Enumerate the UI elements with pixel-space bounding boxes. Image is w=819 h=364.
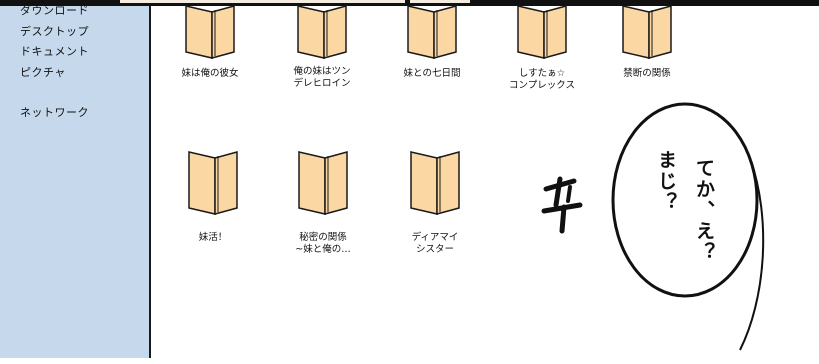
folder-icon bbox=[407, 5, 457, 59]
folder-item[interactable]: 俺の妹はツンデレヒロイン bbox=[267, 2, 377, 90]
folder-name: 秘密の関係~妹と俺の… bbox=[295, 232, 351, 255]
folder-item[interactable]: しすたぁ☆コンプレックス bbox=[487, 2, 597, 92]
folder-name: 禁断の関係 bbox=[623, 68, 671, 79]
top-frame-highlight-2 bbox=[410, 0, 470, 3]
folder-name: ディアマイシスター bbox=[411, 232, 459, 255]
folder-name: 妹活！ bbox=[198, 232, 228, 243]
sidebar-item-documents[interactable]: ドキュメント bbox=[20, 45, 89, 58]
folder-item[interactable]: 妹活！ bbox=[158, 148, 268, 244]
speech-bubble: てか、え？ まじ？ bbox=[600, 100, 780, 364]
sidebar-item-network[interactable]: ネットワーク bbox=[20, 106, 89, 119]
sidebar: ダウンロード デスクトップ ドキュメント ピクチャ ネットワーク bbox=[0, 4, 151, 358]
folder-name: 妹との七日間 bbox=[403, 68, 461, 79]
folder-item[interactable]: 秘密の関係~妹と俺の… bbox=[268, 148, 378, 256]
folder-icon bbox=[297, 5, 347, 59]
sidebar-item-downloads[interactable]: ダウンロード bbox=[20, 4, 89, 17]
folder-name: 妹は俺の彼女 bbox=[181, 68, 239, 79]
sidebar-item-desktop[interactable]: デスクトップ bbox=[20, 25, 89, 38]
folder-icon bbox=[188, 151, 238, 215]
folder-item[interactable]: 禁断の関係 bbox=[592, 2, 702, 80]
folder-name: 俺の妹はツンデレヒロイン bbox=[293, 66, 351, 89]
speech-line-1: てか、え？ bbox=[693, 158, 715, 263]
top-frame-border bbox=[0, 0, 819, 6]
speech-bubble-outline bbox=[611, 102, 765, 351]
folder-icon bbox=[298, 151, 348, 215]
folder-icon bbox=[410, 151, 460, 215]
folder-item[interactable]: ディアマイシスター bbox=[380, 148, 490, 256]
sidebar-item-pictures[interactable]: ピクチャ bbox=[20, 66, 66, 79]
top-frame-highlight bbox=[120, 0, 405, 3]
folder-item[interactable]: 妹は俺の彼女 bbox=[155, 2, 265, 80]
folder-icon bbox=[185, 5, 235, 59]
folder-icon bbox=[517, 5, 567, 59]
folder-icon bbox=[622, 5, 672, 59]
folder-name: しすたぁ☆コンプレックス bbox=[509, 68, 575, 91]
sound-effect-mark bbox=[541, 176, 583, 234]
speech-line-2: まじ？ bbox=[655, 150, 677, 213]
folder-item[interactable]: 妹との七日間 bbox=[377, 2, 487, 80]
